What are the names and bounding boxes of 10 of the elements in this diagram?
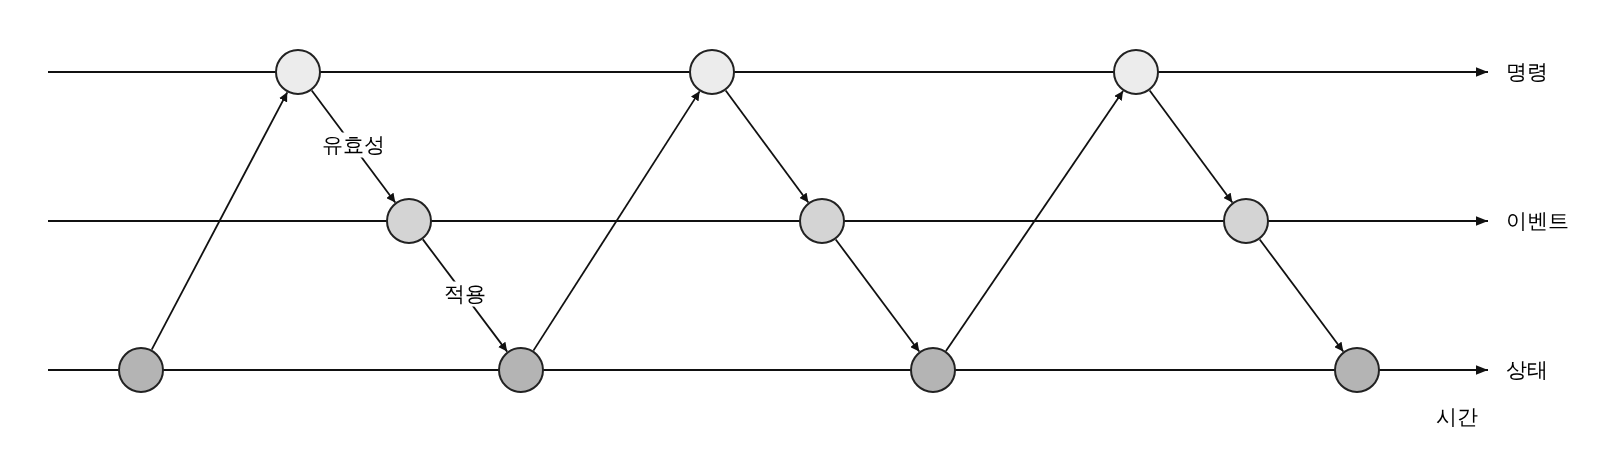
arrow bbox=[945, 90, 1124, 352]
arrow bbox=[724, 89, 810, 204]
arrow bbox=[1258, 238, 1345, 353]
edge-label: 적용 bbox=[442, 281, 488, 306]
arrow bbox=[1148, 89, 1234, 204]
arrow bbox=[834, 238, 921, 353]
axis-label: 이벤트 bbox=[1506, 208, 1569, 235]
axis-label: 상태 bbox=[1506, 357, 1548, 384]
axis-label: 명령 bbox=[1506, 59, 1548, 86]
axis-label: 시간 bbox=[1436, 404, 1478, 431]
